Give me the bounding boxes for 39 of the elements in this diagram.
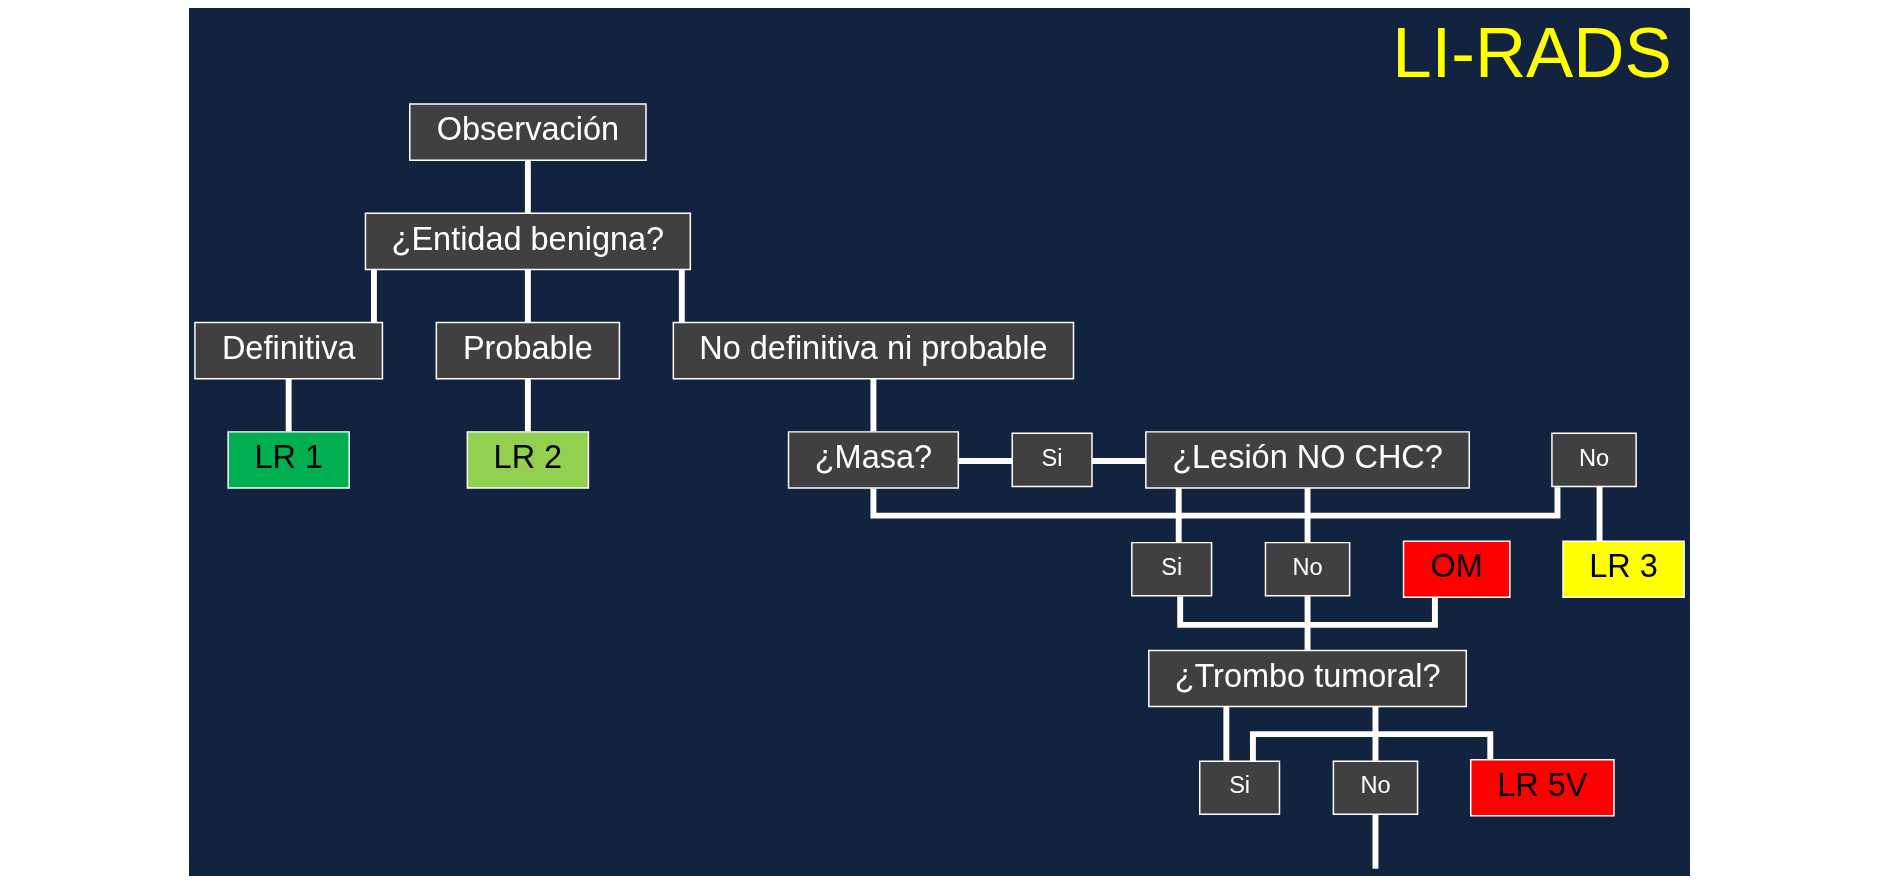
node-box: No [1332,760,1419,816]
node-box: Si [1131,541,1213,597]
connector [1223,706,1230,761]
connector [524,160,531,213]
connector [1177,596,1438,628]
node-box: ¿Entidad benigna? [364,212,692,271]
node-box: OM [1402,540,1511,598]
connector [678,269,685,323]
node-box: LR 3 [1562,540,1685,598]
connector [1372,814,1379,869]
connector [524,269,531,323]
node-box: Si [1199,760,1281,816]
node-box: Definitiva [194,321,384,380]
node-box: ¿Trombo tumoral? [1148,649,1468,708]
node-box: LR 5V [1470,758,1615,817]
connector [524,378,531,432]
connector [958,458,1013,464]
node-box: ¿Lesión NO CHC? [1145,431,1470,489]
node-box: ¿Masa? [787,431,960,489]
diagram-title: LI-RADS [1392,12,1672,92]
connector [285,378,292,432]
connector [1304,488,1311,543]
node-box: Si [1011,432,1093,488]
connector [1596,486,1603,541]
node-box: No [1264,541,1351,597]
node-box: No [1551,432,1637,488]
connector [870,378,877,432]
connector [1092,458,1146,464]
connector [1175,488,1182,543]
connector [1249,731,1494,761]
node-box: LR 1 [227,431,350,489]
node-box: LR 2 [466,431,590,489]
connector [1304,596,1311,651]
node-box: No definitiva ni probable [672,321,1075,380]
connector [1372,706,1379,761]
node-box: Probable [435,321,621,380]
node-box: Observación [409,103,647,161]
connector [371,269,377,323]
connector [870,487,1561,519]
